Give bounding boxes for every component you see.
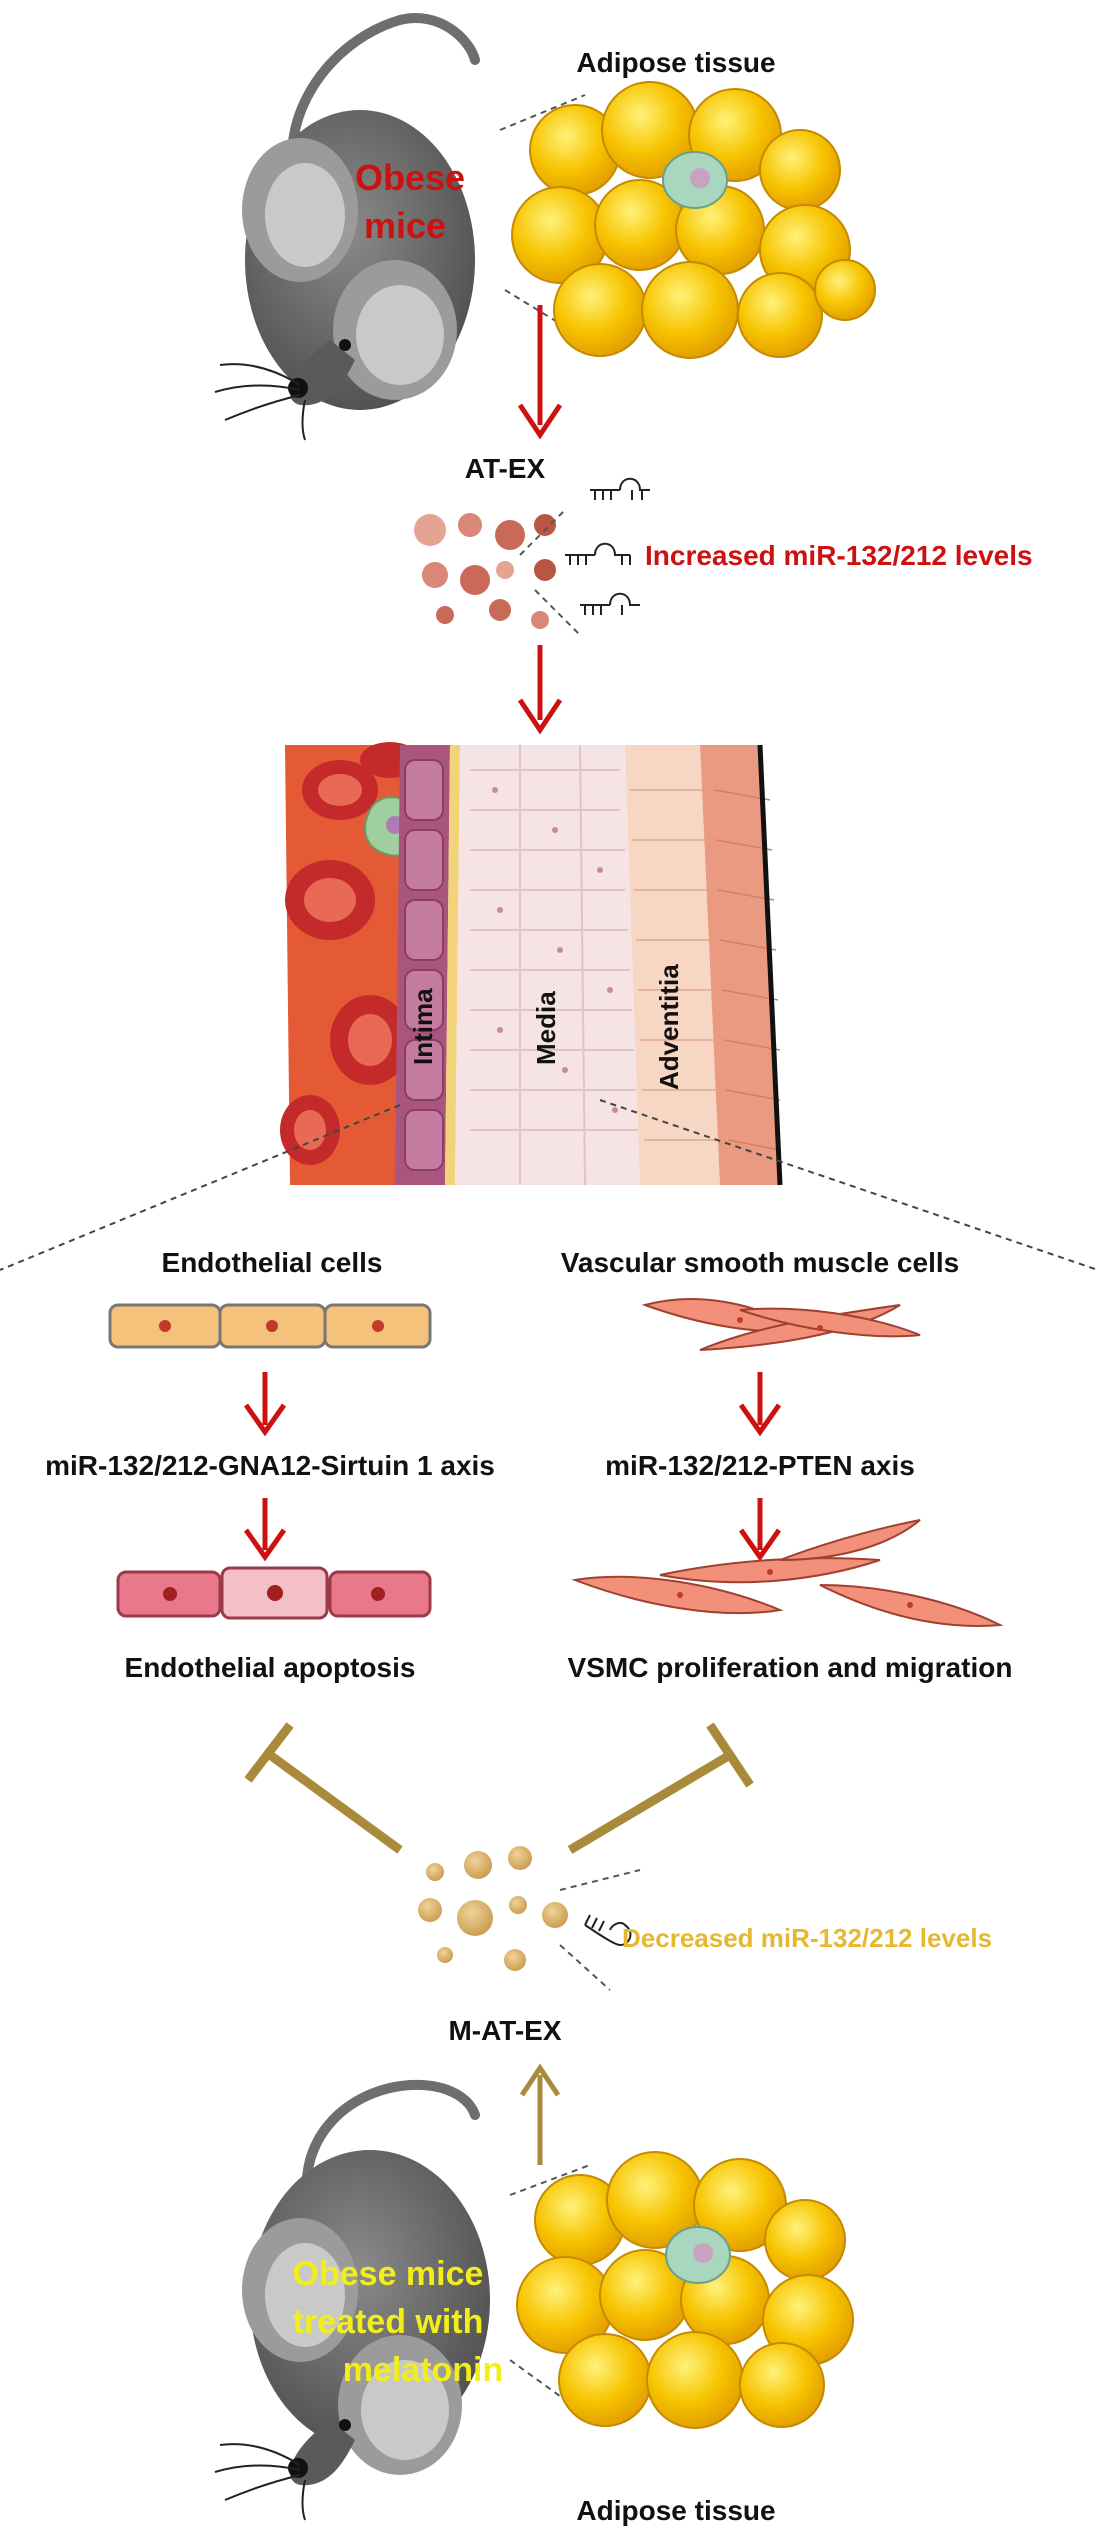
proliferating-vsmc-icon: [571, 1519, 1004, 1627]
treated-mouse-label-line3: melatonin: [343, 2351, 504, 2389]
endothelial-outcome-label: Endothelial apoptosis: [125, 1652, 416, 1683]
layer-label-adventitia: Adventitia: [654, 964, 684, 1090]
layer-label-intima: Intima: [408, 988, 438, 1065]
adipose-tissue-bottom: [516, 2151, 854, 2429]
mouse-label-line2: mice: [364, 205, 446, 246]
adipose-tissue-label-top: Adipose tissue: [576, 47, 775, 78]
connector-dashed: [559, 1944, 611, 1991]
mirna-hairpin-icon: [584, 1914, 632, 1947]
endothelial-axis-label: miR-132/212-GNA12-Sirtuin 1 axis: [45, 1450, 495, 1481]
atex-vesicles: [414, 513, 556, 629]
treated-mouse-bottom: Obese mice treated with melatonin: [214, 2079, 504, 2521]
connector-dashed: [559, 1869, 641, 1891]
inhibition-line-left: [267, 1751, 403, 1854]
increased-mirna-label: Increased miR-132/212 levels: [645, 540, 1033, 571]
vsmc-title: Vascular smooth muscle cells: [561, 1247, 959, 1278]
atex-label: AT-EX: [465, 453, 546, 484]
vsmc-outcome-label: VSMC proliferation and migration: [568, 1652, 1013, 1683]
treated-mouse-label-line1: Obese mice: [293, 2255, 484, 2293]
treated-mouse-label-line2: treated with: [293, 2303, 484, 2341]
adipose-tissue-label-bottom: Adipose tissue: [576, 2495, 775, 2526]
vsmc-cells-icon: [641, 1298, 921, 1351]
mouse-label-line1: Obese: [355, 157, 465, 198]
vessel-cross-section: Intima Media Adventitia: [280, 742, 783, 1186]
inhibition-line-right: [567, 1751, 733, 1854]
connector-dashed: [509, 2164, 591, 2196]
vsmc-axis-label: miR-132/212-PTEN axis: [605, 1450, 915, 1481]
obese-mouse-top: Obese mice: [214, 13, 480, 441]
decreased-mirna-label: Decreased miR-132/212 levels: [622, 1923, 992, 1953]
inhibition-bar-icon: [706, 1722, 754, 1788]
endothelial-cells-icon: [108, 1303, 432, 1349]
apoptotic-endothelial-cells-icon: [116, 1566, 432, 1620]
endothelial-cells-title: Endothelial cells: [162, 1247, 383, 1278]
mirna-hairpin-icon: [565, 477, 650, 615]
matex-vesicles: [418, 1846, 568, 1971]
matex-label: M-AT-EX: [448, 2015, 561, 2046]
adipose-tissue-top: [511, 81, 876, 359]
layer-label-media: Media: [531, 991, 561, 1065]
connector-dashed: [499, 94, 586, 131]
inhibition-bar-icon: [244, 1722, 294, 1783]
